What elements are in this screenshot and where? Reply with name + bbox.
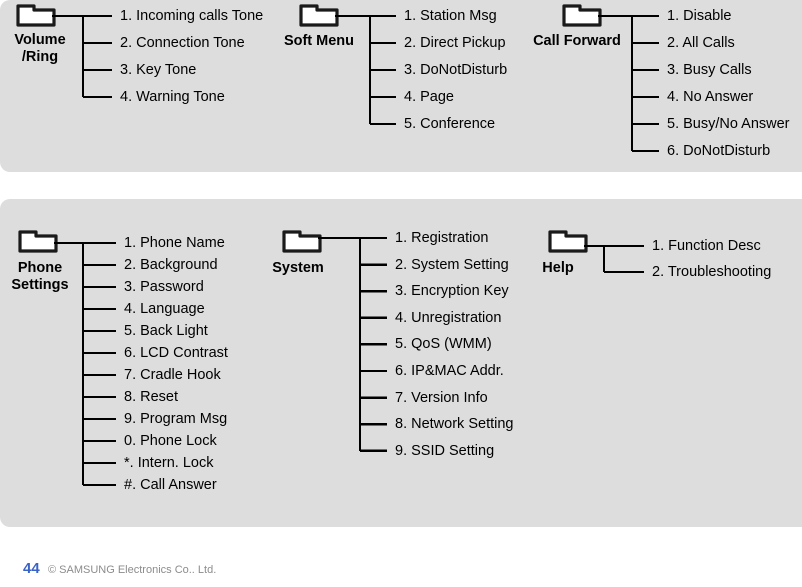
menu-item[interactable]: 8. Reset	[124, 389, 178, 405]
menu-panel-bottom	[0, 199, 802, 527]
menu-group-label-call-forward: Call Forward	[533, 33, 621, 49]
menu-item[interactable]: 4. Warning Tone	[120, 89, 225, 105]
menu-item[interactable]: 1. Registration	[395, 230, 489, 246]
menu-item[interactable]: 0. Phone Lock	[124, 433, 217, 449]
menu-item[interactable]: 5. Conference	[404, 116, 496, 132]
menu-item[interactable]: 4. No Answer	[667, 89, 754, 105]
folder-icon	[280, 222, 324, 254]
menu-item[interactable]: 4. Language	[124, 301, 205, 317]
menu-group-label-system: System	[272, 260, 324, 276]
menu-item[interactable]: 7. Cradle Hook	[124, 367, 221, 383]
folder-icon	[14, 0, 58, 28]
menu-item[interactable]: 2. Direct Pickup	[404, 35, 506, 51]
menu-item[interactable]: 2. Troubleshooting	[652, 264, 772, 280]
menu-item[interactable]: 1. Phone Name	[124, 235, 225, 251]
menu-item[interactable]: 9. SSID Setting	[395, 442, 495, 459]
folder-icon	[546, 222, 590, 254]
menu-item[interactable]: 4. Unregistration	[395, 309, 502, 326]
page-number: 44	[23, 560, 40, 577]
menu-item[interactable]: 3. Password	[124, 279, 204, 295]
menu-item[interactable]: 3. Busy Calls	[667, 62, 752, 78]
menu-group-label-phone-settings: Phone Settings	[11, 260, 69, 293]
folder-icon	[560, 0, 604, 28]
menu-item[interactable]: 9. Program Msg	[124, 411, 228, 427]
menu-item[interactable]: 6. DoNotDisturb	[667, 143, 771, 159]
folder-icon	[297, 0, 341, 28]
menu-item[interactable]: 2. System Setting	[395, 256, 509, 273]
menu-item[interactable]: 1. Function Desc	[652, 238, 761, 254]
menu-group-label-volume-ring: Volume /Ring	[14, 32, 66, 65]
menu-item[interactable]: 5. QoS (WMM)	[395, 336, 492, 353]
menu-item[interactable]: #. Call Answer	[124, 477, 217, 493]
copyright-notice: © SAMSUNG Electronics Co.. Ltd.	[48, 564, 217, 576]
footer: 44 © SAMSUNG Electronics Co.. Ltd.	[0, 560, 802, 582]
menu-item[interactable]: 1. Station Msg	[404, 8, 497, 24]
menu-item[interactable]: 3. DoNotDisturb	[404, 62, 508, 78]
menu-item[interactable]: 2. Connection Tone	[120, 35, 245, 51]
menu-item[interactable]: 1. Incoming calls Tone	[120, 8, 264, 24]
menu-item[interactable]: *. Intern. Lock	[124, 455, 214, 471]
menu-item[interactable]: 2. All Calls	[667, 35, 735, 51]
menu-item[interactable]: 1. Disable	[667, 8, 732, 24]
menu-panel-top	[0, 0, 802, 172]
menu-item[interactable]: 7. Version Info	[395, 389, 488, 406]
menu-item[interactable]: 6. LCD Contrast	[124, 345, 228, 361]
folder-icon	[16, 222, 60, 254]
menu-item[interactable]: 3. Encryption Key	[395, 283, 509, 300]
menu-group-label-soft-menu: Soft Menu	[283, 33, 355, 49]
menu-item[interactable]: 5. Busy/No Answer	[667, 116, 790, 132]
menu-item[interactable]: 6. IP&MAC Addr.	[395, 363, 504, 379]
menu-item[interactable]: 8. Network Setting	[395, 416, 514, 433]
menu-group-label-help: Help	[542, 260, 574, 276]
menu-item[interactable]: 5. Back Light	[124, 323, 208, 339]
menu-item[interactable]: 2. Background	[124, 257, 218, 273]
menu-item[interactable]: 3. Key Tone	[120, 62, 197, 78]
menu-item[interactable]: 4. Page	[404, 89, 454, 105]
